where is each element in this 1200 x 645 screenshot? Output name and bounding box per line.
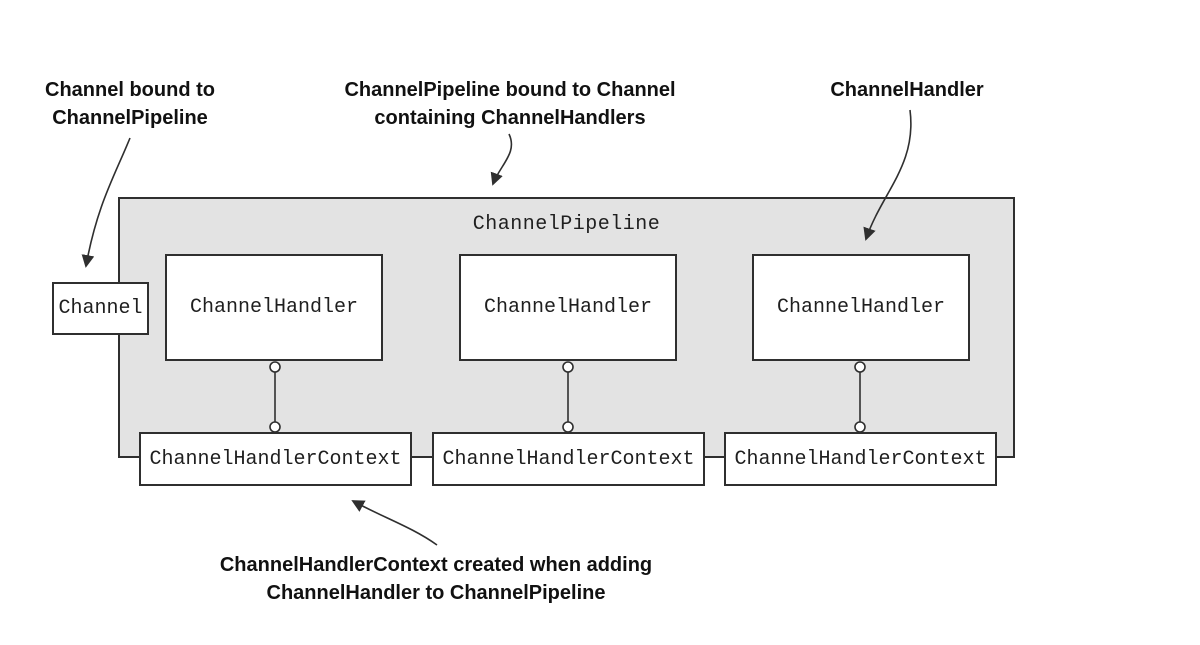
channel-handler-box-1: ChannelHandler (165, 254, 383, 361)
annotation-channel-handler: ChannelHandler (830, 79, 984, 101)
channel-handler-context-box-3: ChannelHandlerContext (724, 432, 997, 486)
arrow-pipeline-bound (490, 133, 513, 186)
annotation-context-created: ChannelHandlerContext created when addin… (219, 554, 653, 604)
channel-handler-context-box-2: ChannelHandlerContext (432, 432, 705, 486)
annotation-channel-bound: Channel bound to ChannelPipeline (45, 79, 215, 129)
channel-box: Channel (52, 282, 149, 335)
channel-handler-box-3: ChannelHandler (752, 254, 970, 361)
channel-pipeline-label: ChannelPipeline (472, 213, 661, 236)
arrow-context-created (351, 500, 438, 546)
channel-handler-box-2: ChannelHandler (459, 254, 677, 361)
channel-handler-context-box-1: ChannelHandlerContext (139, 432, 412, 486)
annotation-pipeline-bound: ChannelPipeline bound to Channel contain… (344, 79, 676, 129)
